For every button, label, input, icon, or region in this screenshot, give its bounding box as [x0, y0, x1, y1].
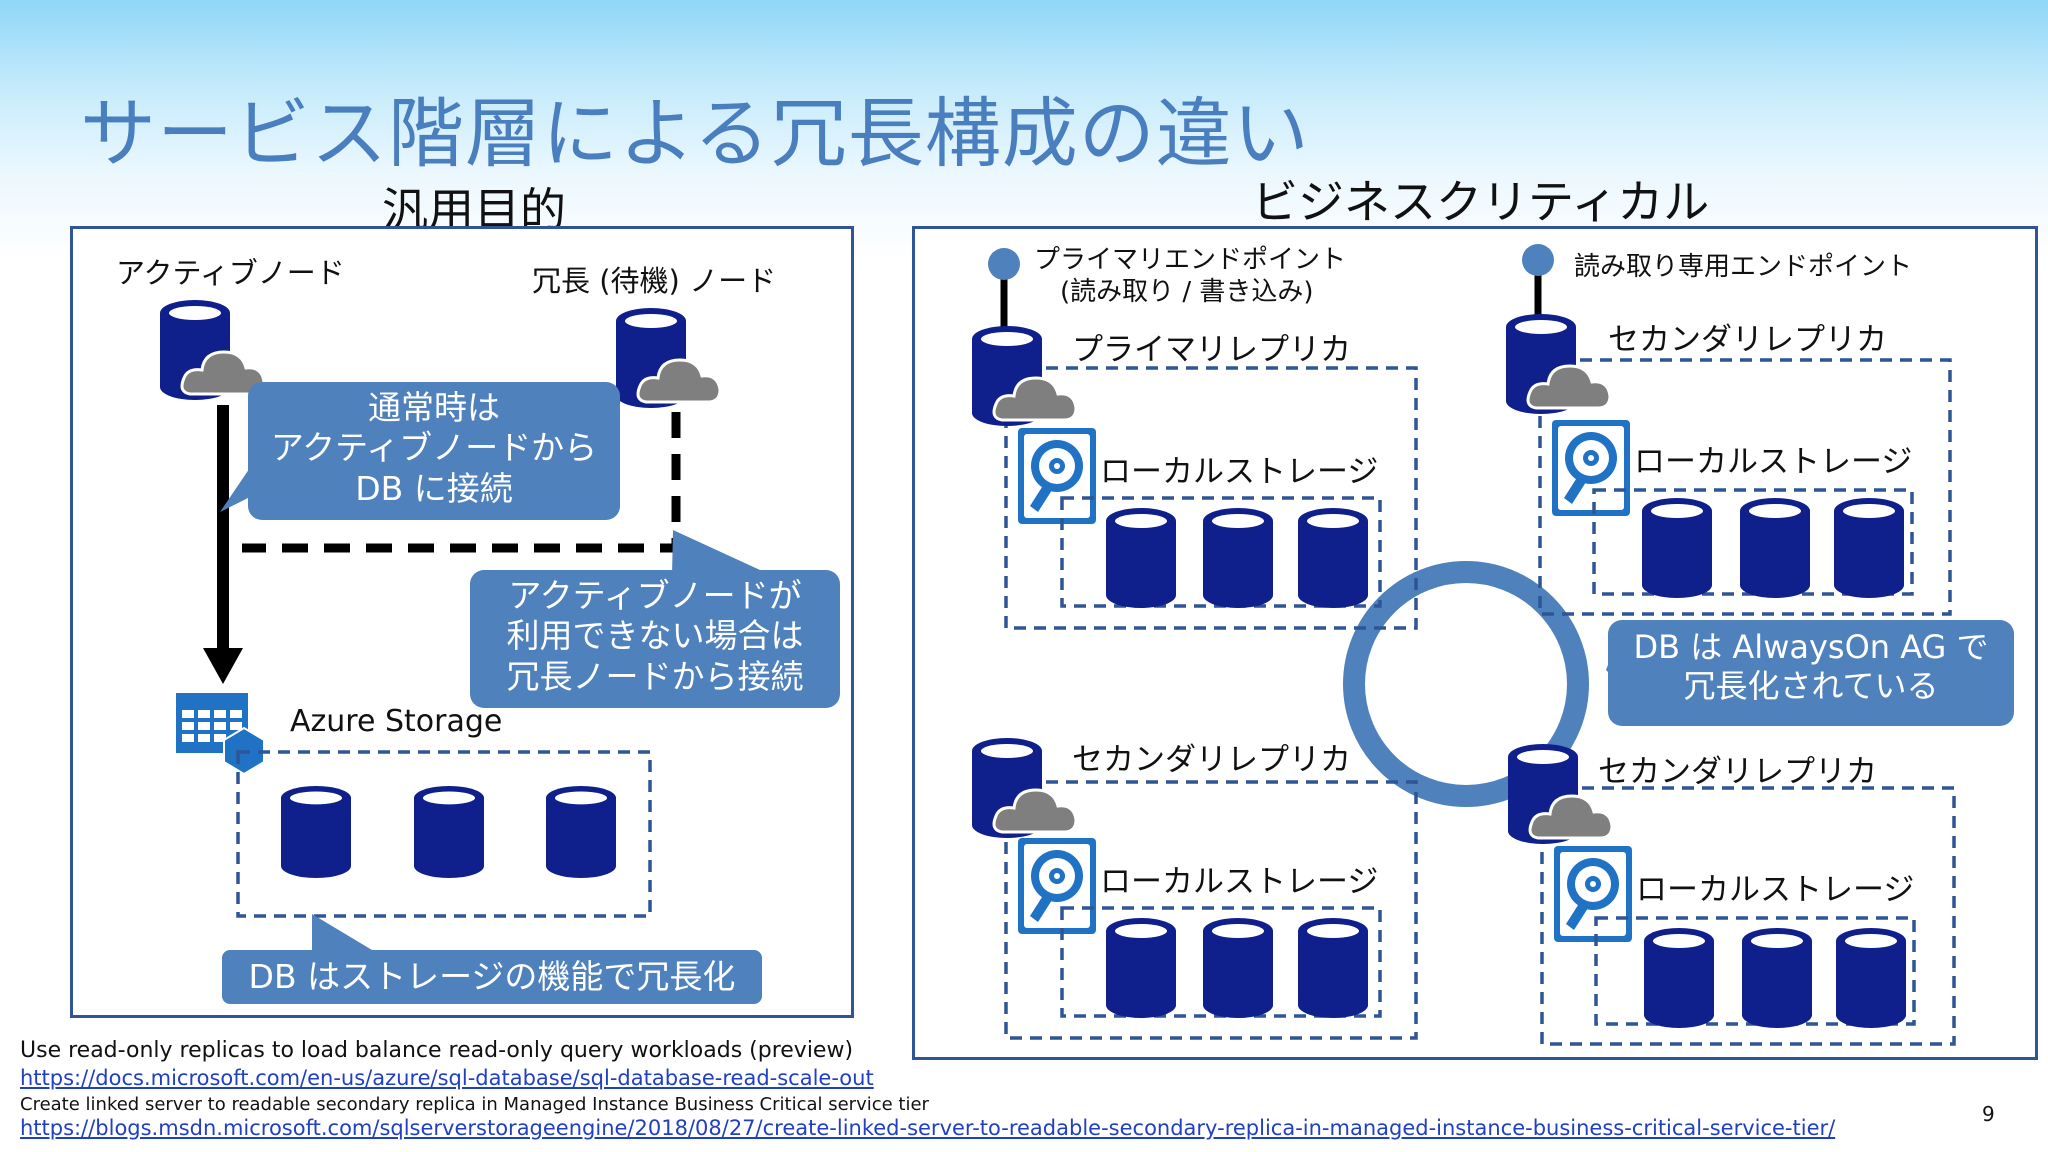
storage-db-icons [281, 786, 616, 878]
secondary-replica-box-1 [1538, 358, 1952, 616]
secondary-replica-node-icon-2 [972, 738, 1076, 838]
redundant-node-label: 冗長 (待機) ノード [532, 264, 777, 298]
azure-storage-box [236, 750, 652, 918]
local-storage-label-1: ローカルストレージ [1100, 454, 1379, 490]
secondary-replica-node-icon-3 [1508, 744, 1612, 844]
secondary-replica-box-3 [1540, 786, 1956, 1046]
reference-2-title: Create linked server to readable seconda… [20, 1094, 929, 1115]
callout-failover-line-2: 利用できない場合は [506, 616, 804, 656]
arrow-head-icon [203, 648, 243, 684]
page-number: 9 [1982, 1102, 1995, 1126]
readonly-endpoint-icon [1522, 244, 1554, 276]
callout-failover-line-3: 冗長ノードから接続 [506, 656, 804, 696]
primary-endpoint-label: プライマリエンドポイント (読み取り / 書き込み) [1034, 244, 1346, 308]
azure-storage-label: Azure Storage [290, 704, 503, 739]
secondary-replica-label-3: セカンダリレプリカ [1598, 754, 1877, 790]
azure-storage-icon [176, 693, 265, 776]
primary-endpoint-line-1: プライマリエンドポイント [1034, 245, 1347, 275]
callout-storage-redundancy: DB はストレージの機能で冗長化 [222, 950, 762, 1004]
alwayson-ag-ring [1343, 561, 1589, 807]
secondary-replica-node-icon-1 [1506, 314, 1610, 414]
local-storage-label-3: ローカルストレージ [1100, 864, 1379, 900]
active-node-icon [160, 300, 264, 400]
primary-replica-label: プライマリレプリカ [1072, 332, 1351, 368]
secondary-replica-box-2 [1004, 780, 1418, 1040]
readonly-endpoint-label: 読み取り専用エンドポイント [1574, 252, 1913, 282]
primary-hdd-icon [1018, 428, 1096, 524]
secondary-hdd-icon-2 [1018, 838, 1096, 934]
callout-failover-line-1: アクティブノードが [508, 576, 802, 615]
active-node-label: アクティブノード [116, 256, 345, 290]
callout-normal-connection: 通常時は アクティブノードから DB に接続 [248, 382, 620, 520]
reference-1-title: Use read-only replicas to load balance r… [20, 1038, 854, 1063]
secondary-hdd-icon-3 [1554, 846, 1632, 942]
callout-ag-line-2: 冗長化されている [1683, 667, 1939, 706]
primary-endpoint-icon [988, 248, 1020, 280]
secondary-replica-label-1: セカンダリレプリカ [1608, 322, 1887, 358]
local-storage-label-4: ローカルストレージ [1636, 872, 1915, 908]
local-storage-label-2: ローカルストレージ [1634, 444, 1913, 480]
callout-normal-line-1: 通常時は [368, 388, 500, 427]
secondary-replica-label-2: セカンダリレプリカ [1072, 742, 1351, 778]
reference-1-link[interactable]: https://docs.microsoft.com/en-us/azure/s… [20, 1066, 874, 1090]
secondary-hdd-icon-1 [1552, 420, 1630, 516]
callout-ag-line-1: DB は AlwaysOn AG で [1633, 628, 1989, 666]
primary-endpoint-line-2: (読み取り / 書き込み) [1060, 277, 1314, 307]
redundant-node-icon [616, 308, 720, 408]
callout-alwayson-ag: DB は AlwaysOn AG で 冗長化されている [1608, 620, 2014, 726]
primary-replica-node-icon [972, 326, 1076, 426]
callout-failover-connection: アクティブノードが 利用できない場合は 冗長ノードから接続 [470, 570, 840, 708]
callout-normal-line-2: アクティブノードから [270, 428, 598, 468]
slide-title: サービス階層による冗長構成の違い [80, 89, 1310, 178]
callout-normal-line-3: DB に接続 [355, 468, 513, 508]
primary-replica-box [1004, 366, 1418, 630]
business-critical-heading: ビジネスクリティカル [1252, 175, 1710, 229]
reference-2-link[interactable]: https://blogs.msdn.microsoft.com/sqlserv… [20, 1116, 1836, 1140]
